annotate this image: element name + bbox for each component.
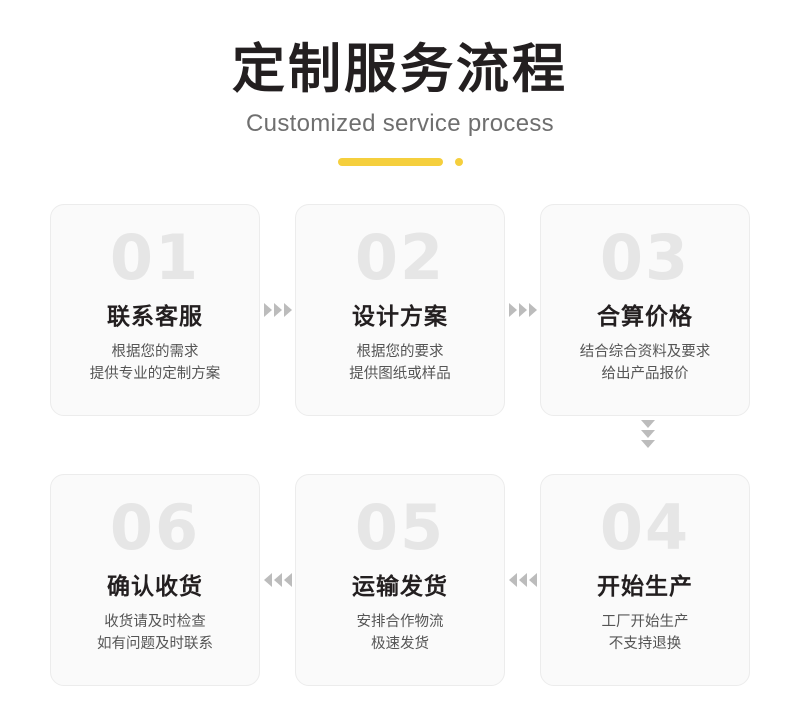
arrow-left-icon-2 bbox=[505, 572, 540, 587]
arrow-down-icon bbox=[641, 419, 655, 448]
step-description: 安排合作物流 极速发货 bbox=[296, 611, 504, 656]
step-card-02[interactable]: 02 设计方案 根据您的要求 提供图纸或样品 bbox=[295, 203, 505, 416]
steps-row-top: 01 联系客服 根据您的需求 提供专业的定制方案 02 设计方案 根据您的要求 … bbox=[50, 203, 750, 416]
triangle-right-icon bbox=[263, 302, 272, 317]
step-title: 运输发货 bbox=[352, 573, 448, 600]
triangle-right-icon bbox=[283, 302, 292, 317]
step-card-01[interactable]: 01 联系客服 根据您的需求 提供专业的定制方案 bbox=[50, 203, 260, 416]
step-description-line1: 结合综合资料及要求 bbox=[579, 343, 711, 360]
step-number: 04 bbox=[599, 490, 691, 564]
step-description-line2: 如有问题及时联系 bbox=[97, 636, 213, 653]
step-card-03[interactable]: 03 合算价格 结合综合资料及要求 给出产品报价 bbox=[540, 203, 750, 416]
page-subtitle: Customized service process bbox=[246, 109, 554, 137]
step-number: 06 bbox=[109, 490, 201, 564]
steps-row-bottom: 06 确认收货 收货请及时检查 如有问题及时联系 05 运输发货 安排合作物流 … bbox=[50, 473, 750, 686]
triangle-right-icon bbox=[508, 302, 517, 317]
step-title: 合算价格 bbox=[597, 303, 693, 330]
step-title: 设计方案 bbox=[352, 303, 448, 330]
triangle-left-icon bbox=[283, 572, 292, 587]
triangle-left-icon bbox=[273, 572, 282, 587]
step-description: 根据您的要求 提供图纸或样品 bbox=[296, 341, 504, 386]
page-title: 定制服务流程 bbox=[232, 39, 568, 100]
step-title: 开始生产 bbox=[597, 573, 693, 600]
arrow-right-icon-2 bbox=[505, 302, 540, 317]
triangle-right-icon bbox=[528, 302, 537, 317]
triangle-left-icon bbox=[518, 572, 527, 587]
arrow-right-icon-1 bbox=[260, 302, 295, 317]
step-description-line2: 提供专业的定制方案 bbox=[89, 366, 221, 383]
step-description-line1: 安排合作物流 bbox=[356, 613, 444, 630]
triangle-right-icon bbox=[273, 302, 282, 317]
step-description-line1: 收货请及时检查 bbox=[104, 613, 206, 630]
triangle-down-icon bbox=[641, 419, 655, 428]
header: 定制服务流程 Customized service process bbox=[0, 0, 800, 166]
step-description: 结合综合资料及要求 给出产品报价 bbox=[541, 341, 749, 386]
step-description-line2: 给出产品报价 bbox=[601, 366, 689, 383]
step-description-line2: 不支持退换 bbox=[608, 636, 682, 653]
triangle-right-icon bbox=[518, 302, 527, 317]
step-description: 收货请及时检查 如有问题及时联系 bbox=[51, 611, 259, 656]
step-description: 工厂开始生产 不支持退换 bbox=[541, 611, 749, 656]
step-card-05[interactable]: 05 运输发货 安排合作物流 极速发货 bbox=[295, 473, 505, 686]
step-description-line1: 根据您的需求 bbox=[111, 343, 199, 360]
step-number: 01 bbox=[109, 220, 201, 294]
arrow-left-icon-1 bbox=[260, 572, 295, 587]
triangle-left-icon bbox=[528, 572, 537, 587]
step-description: 根据您的需求 提供专业的定制方案 bbox=[51, 341, 259, 386]
step-description-line2: 极速发货 bbox=[371, 636, 429, 653]
step-number: 03 bbox=[599, 220, 691, 294]
title-divider bbox=[337, 157, 463, 166]
divider-bar bbox=[337, 157, 443, 166]
step-description-line2: 提供图纸或样品 bbox=[349, 366, 451, 383]
step-title: 联系客服 bbox=[107, 303, 203, 330]
triangle-down-icon bbox=[641, 429, 655, 438]
step-description-line1: 根据您的要求 bbox=[356, 343, 444, 360]
triangle-left-icon bbox=[263, 572, 272, 587]
step-title: 确认收货 bbox=[107, 573, 203, 600]
step-card-06[interactable]: 06 确认收货 收货请及时检查 如有问题及时联系 bbox=[50, 473, 260, 686]
step-card-04[interactable]: 04 开始生产 工厂开始生产 不支持退换 bbox=[540, 473, 750, 686]
triangle-left-icon bbox=[508, 572, 517, 587]
steps-grid: 01 联系客服 根据您的需求 提供专业的定制方案 02 设计方案 根据您的要求 … bbox=[50, 203, 750, 686]
divider-dot bbox=[454, 157, 463, 166]
triangle-down-icon bbox=[641, 439, 655, 448]
step-number: 02 bbox=[354, 220, 446, 294]
step-number: 05 bbox=[354, 490, 446, 564]
step-description-line1: 工厂开始生产 bbox=[601, 613, 689, 630]
